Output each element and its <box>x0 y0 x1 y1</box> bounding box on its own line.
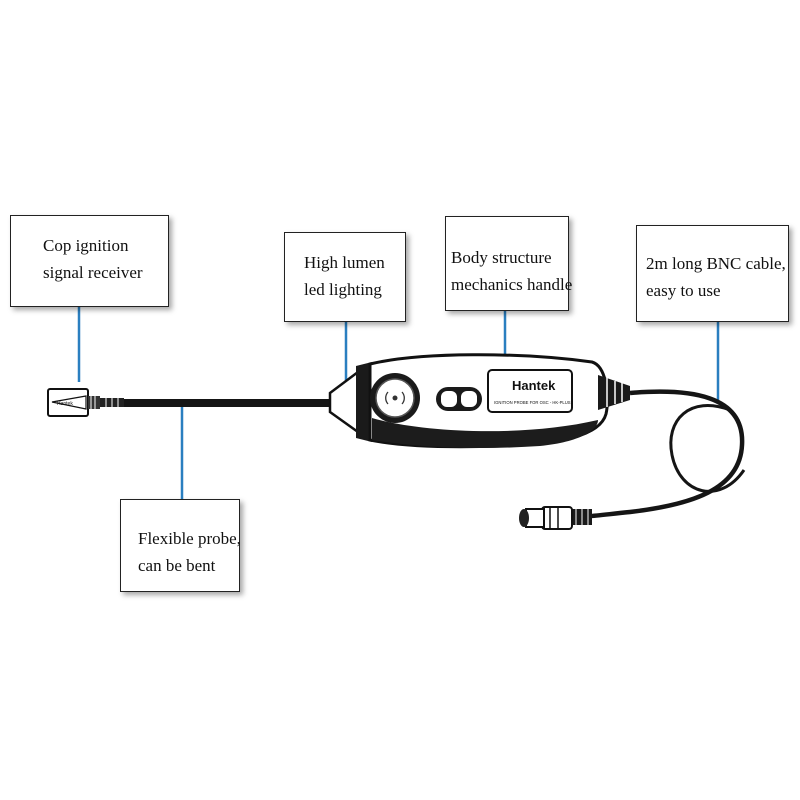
callout-lighting-line1: High lumen <box>304 253 385 272</box>
callout-bnc-cable: 2m long BNC cable, easy to use <box>636 225 789 322</box>
flexible-probe-shaft <box>124 399 332 407</box>
callout-cop-receiver: Cop ignition signal receiver <box>10 215 169 307</box>
callout-probe-line2: can be bent <box>138 556 216 575</box>
callout-receiver-line2: signal receiver <box>43 263 143 282</box>
handle-small-label: IGNITION PROBE FOR OSC - HK-PLUS <box>494 400 571 405</box>
callout-handle: Body structure mechanics handle <box>445 216 573 311</box>
cop-receiver-tip: Hantek <box>47 388 124 417</box>
callout-led-lighting: High lumen led lighting <box>284 232 406 322</box>
callout-probe-line1: Flexible probe, <box>138 529 241 548</box>
callout-cable-line2: easy to use <box>646 281 721 300</box>
callout-handle-line1: Body structure <box>451 248 552 267</box>
handle-brand-text: Hantek <box>512 378 556 393</box>
bnc-connector <box>519 506 592 530</box>
bnc-cable <box>589 389 746 519</box>
probe-handle: Hantek IGNITION PROBE FOR OSC - HK-PLUS <box>328 353 630 449</box>
callout-cable-line1: 2m long BNC cable, <box>646 254 786 273</box>
callout-flexible-probe: Flexible probe, can be bent <box>120 499 241 592</box>
tip-brand-text: Hantek <box>57 401 73 407</box>
callout-receiver-line1: Cop ignition <box>43 236 129 255</box>
callout-handle-line2: mechanics handle <box>451 275 573 294</box>
callout-lighting-line2: led lighting <box>304 280 382 299</box>
